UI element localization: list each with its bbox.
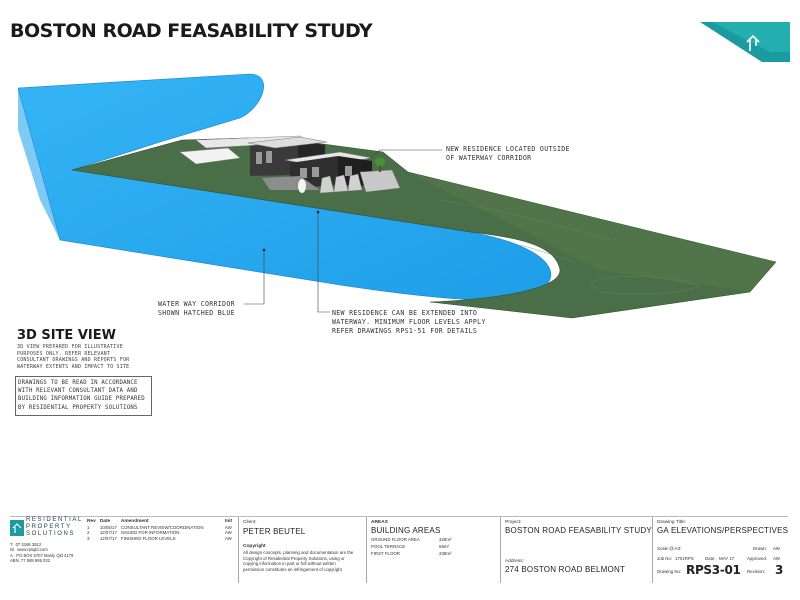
job-label: Job No: xyxy=(657,556,673,561)
rev-init: AW xyxy=(224,536,232,542)
drawing-number-label: Drawing No: xyxy=(657,569,682,574)
project-label: Project: xyxy=(505,520,522,525)
view-note: 3D VIEW PREPARED FOR ILLUSTRATIVE PURPOS… xyxy=(17,344,130,370)
job-value: 1701RPS xyxy=(675,556,694,561)
house-icon xyxy=(746,34,760,51)
approved-label: Approved: xyxy=(747,556,768,561)
date-label: Date: xyxy=(705,556,716,561)
project-cell: Project: BOSTON ROAD FEASABILITY STUDY A… xyxy=(500,517,653,583)
drawn-label: Drawn: xyxy=(753,546,767,551)
waterway-corridor xyxy=(17,73,551,301)
callout-waterway-corridor: WATER WAY CORRIDOR SHOWN HATCHED BLUE xyxy=(158,300,235,317)
company-revisions-cell: RESIDENTIAL PROPERTY SOLUTIONS T. 07 316… xyxy=(10,517,238,583)
rev-init: AW xyxy=(224,524,232,530)
rev-date: 12/07/17 xyxy=(99,536,117,542)
drawn-value: AW xyxy=(773,546,780,551)
rev-number: 1 xyxy=(87,524,90,530)
drawing-title-label: Drawing Title: xyxy=(657,520,687,525)
drawings-notice-box: DRAWINGS TO BE READ IN ACCORDANCE WITH R… xyxy=(15,376,152,416)
callout-outside-corridor: NEW RESIDENCE LOCATED OUTSIDE OF WATERWA… xyxy=(446,145,570,162)
revision-table: Rev Date Amendment Init 1 10/05/17 CONSU… xyxy=(85,519,234,541)
leader-waterway xyxy=(244,250,265,305)
sheet-title: BOSTON ROAD FEASABILITY STUDY xyxy=(10,20,373,42)
revision-row: 3 12/07/17 FINISHED FLOOR LEVELS AW xyxy=(85,536,234,542)
areas-cell: AREAS BUILDING AREAS GROUND FLOOR AREA 3… xyxy=(366,517,501,583)
areas-label: AREAS xyxy=(371,520,388,525)
rev-date: 10/05/17 xyxy=(99,524,117,530)
area-value: 65m² xyxy=(439,544,450,549)
copyright-label: Copyright xyxy=(243,544,266,549)
revision-row: 1 10/05/17 CONSULTANT REVIEW/COORDINATIO… xyxy=(85,525,234,531)
drawing-number: RPS3-01 xyxy=(686,563,741,577)
area-name: FIRST FLOOR xyxy=(371,551,400,556)
approved-value: AW xyxy=(773,556,780,561)
area-value: 338m² xyxy=(439,551,452,556)
rev-amendment: ISSUED FOR INFORMATION xyxy=(120,530,180,536)
view-title: 3D SITE VIEW xyxy=(17,328,116,343)
company-name: RESIDENTIAL PROPERTY SOLUTIONS xyxy=(26,517,83,537)
scale-label: Scale @ A3: xyxy=(657,546,682,551)
date-header: Date xyxy=(99,519,111,525)
area-name: POOL TERRACE xyxy=(371,544,406,549)
rev-header: Rev xyxy=(87,519,96,525)
leader-outside-corridor xyxy=(367,149,442,161)
area-value: 328m² xyxy=(439,537,452,542)
rev-number: 3 xyxy=(87,536,90,542)
project-name: BOSTON ROAD FEASABILITY STUDY xyxy=(505,526,652,535)
amendment-header: Amendment xyxy=(120,519,149,525)
client-name: PETER BEUTEL xyxy=(243,527,306,536)
rev-amendment: FINISHED FLOOR LEVELS xyxy=(120,536,176,542)
rev-date: 12/07/17 xyxy=(99,530,117,536)
area-row: POOL TERRACE xyxy=(371,544,405,549)
brand-logo-tab xyxy=(700,22,790,62)
title-block: RESIDENTIAL PROPERTY SOLUTIONS T. 07 316… xyxy=(10,516,788,583)
revision-label: Revision: xyxy=(747,569,766,574)
revision-number: 3 xyxy=(775,563,784,577)
company-contact: T. 07 3166 3812 W. www.rpsqld.com A. PO … xyxy=(10,542,74,564)
leader-extend xyxy=(317,212,330,313)
area-name: GROUND FLOOR AREA xyxy=(371,537,420,542)
address-label: Address: xyxy=(505,559,524,564)
rev-init: AW xyxy=(224,530,232,536)
areas-title: BUILDING AREAS xyxy=(371,526,441,535)
area-row: GROUND FLOOR AREA xyxy=(371,537,420,542)
client-label: Client: xyxy=(243,520,257,525)
rev-number: 2 xyxy=(87,530,90,536)
drawing-info-cell: Drawing Title: GA ELEVATIONS/PERSPECTIVE… xyxy=(652,517,789,583)
company-logo-icon xyxy=(10,520,24,536)
date-value: MAY 17 xyxy=(719,556,735,561)
revision-row: 2 12/07/17 ISSUED FOR INFORMATION AW xyxy=(85,530,234,536)
project-address: 274 BOSTON ROAD BELMONT xyxy=(505,565,626,574)
copyright-text: All design concepts, planning and docume… xyxy=(243,550,354,572)
callout-extend-into-waterway: NEW RESIDENCE CAN BE EXTENDED INTO WATER… xyxy=(332,309,486,335)
new-residence-model xyxy=(247,136,401,194)
init-header: Init xyxy=(224,519,233,525)
rev-amendment: CONSULTANT REVIEW/COORDINATION xyxy=(120,524,204,530)
client-cell: Client: PETER BEUTEL Copyright All desig… xyxy=(238,517,367,583)
drawing-title: GA ELEVATIONS/PERSPECTIVES xyxy=(657,526,789,535)
area-row: FIRST FLOOR xyxy=(371,551,400,556)
